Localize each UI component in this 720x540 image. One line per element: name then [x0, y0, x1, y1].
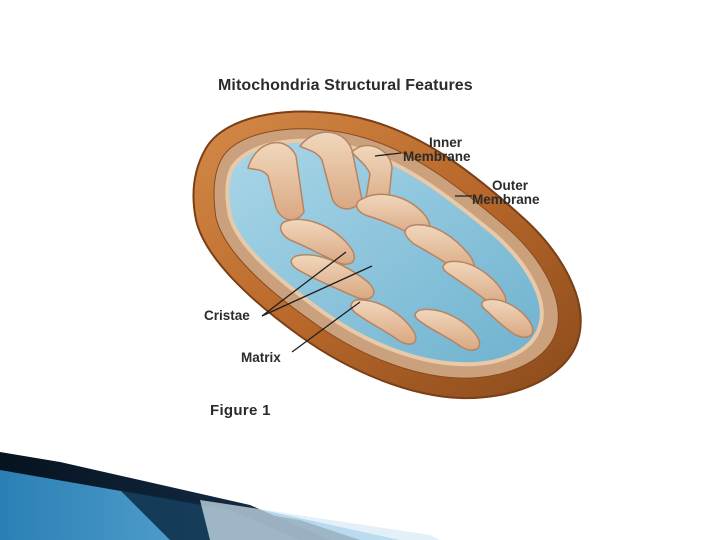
label-outer-membrane-line2: Membrane — [472, 193, 540, 207]
label-matrix: Matrix — [241, 351, 281, 365]
figure-caption: Figure 1 — [210, 402, 271, 419]
label-outer-membrane-line1: Outer — [472, 179, 540, 193]
label-inner-membrane-line1: Inner — [403, 136, 471, 150]
slide-footer-decoration — [0, 452, 440, 540]
label-inner-membrane: Inner Membrane — [403, 136, 471, 164]
label-inner-membrane-line2: Membrane — [403, 150, 471, 164]
label-cristae: Cristae — [204, 309, 250, 323]
diagram-title: Mitochondria Structural Features — [218, 77, 473, 95]
label-outer-membrane: Outer Membrane — [472, 179, 540, 207]
